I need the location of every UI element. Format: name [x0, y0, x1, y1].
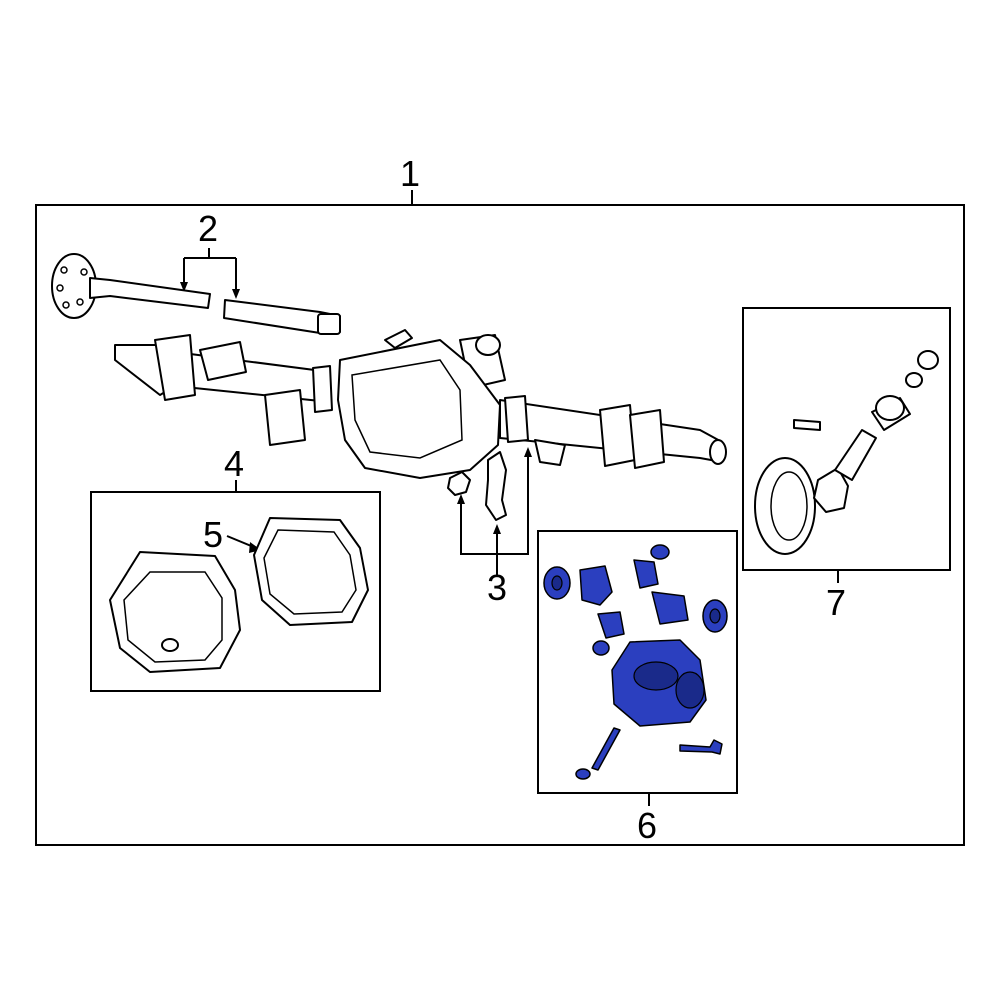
differential-cover[interactable] [109, 551, 241, 673]
differential-case-frame [537, 530, 738, 794]
callout-2-leader [183, 248, 237, 293]
axle-housing[interactable] [114, 329, 727, 479]
bearing-cap-and-bolt[interactable] [447, 451, 507, 521]
callout-1-label[interactable]: 1 [400, 153, 420, 194]
left-axle-shaft[interactable] [51, 253, 341, 335]
callout-2-label[interactable]: 2 [198, 208, 218, 249]
callout-7-label[interactable]: 7 [826, 582, 846, 623]
callout-3-bracket [460, 453, 529, 555]
ring-and-pinion-gears[interactable] [754, 350, 939, 555]
callout-6-label[interactable]: 6 [637, 805, 657, 846]
callout-3-label[interactable]: 3 [487, 567, 507, 608]
callout-5-label[interactable]: 5 [203, 514, 223, 555]
axle-assembly-frame [35, 204, 965, 846]
cover-gasket[interactable] [253, 517, 369, 626]
ring-pinion-frame [742, 307, 951, 571]
differential-case-parts[interactable] [543, 544, 728, 780]
callout-4-label[interactable]: 4 [224, 443, 244, 484]
